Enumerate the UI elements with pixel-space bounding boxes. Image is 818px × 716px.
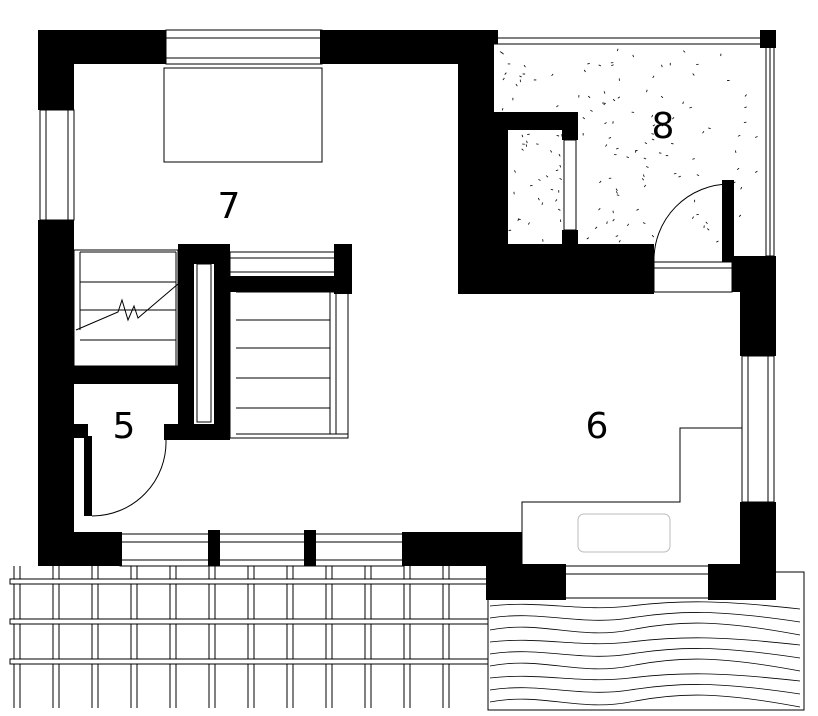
deck-rails [9,578,489,665]
fixtures [163,67,742,566]
deck-grid [13,566,450,708]
room-label-5: 5 [113,406,136,447]
door-swing-room-5 [91,439,167,517]
room-label-7: 7 [218,186,241,227]
counter-outline [521,427,742,566]
bed-outline [163,67,323,163]
room-8-floor [494,44,766,260]
window-frames [39,29,775,599]
room-label-8: 8 [652,106,675,147]
stair-handrail [196,263,212,423]
door-swing-room-8 [653,183,731,263]
room-label-6: 6 [586,406,609,447]
walls [38,30,776,600]
sink [577,513,671,553]
door-swings [91,183,731,517]
